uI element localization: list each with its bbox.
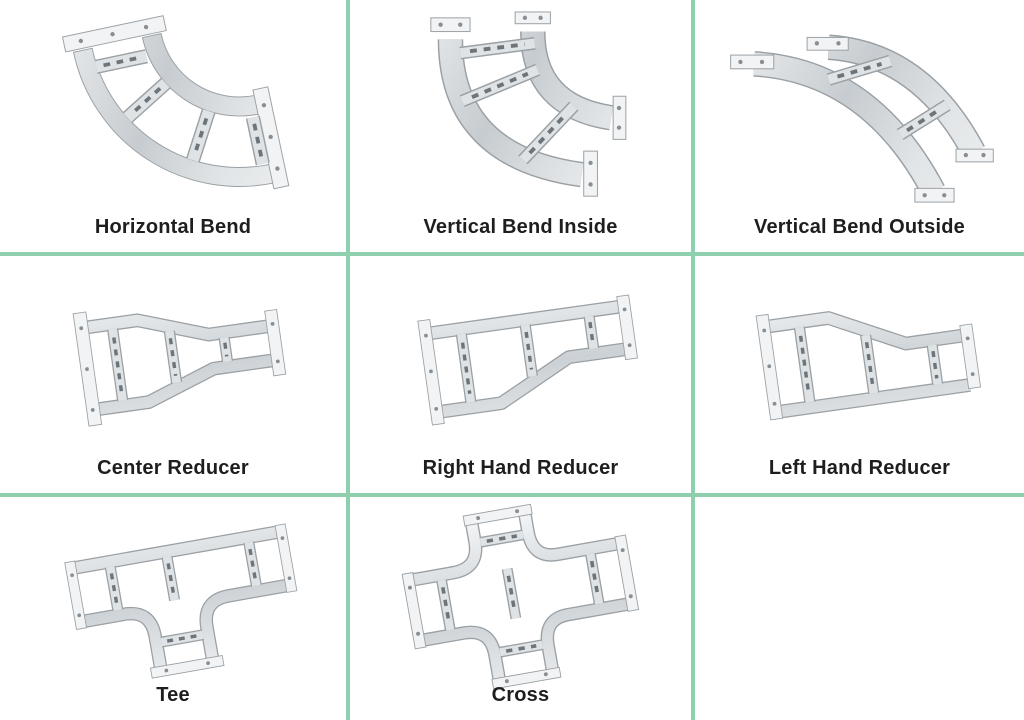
left-hand-reducer-image [755, 310, 981, 420]
cell-vertical-bend-inside: Vertical Bend Inside [350, 0, 691, 252]
vertical-bend-inside-label: Vertical Bend Inside [423, 216, 618, 238]
tee-label: Tee [156, 684, 190, 706]
center-reducer-image [72, 308, 287, 427]
cell-right-hand-reducer: Right Hand Reducer [350, 256, 691, 493]
cross-image [401, 503, 639, 689]
right-hand-reducer-image [416, 293, 638, 426]
vertical-bend-inside-image [429, 11, 626, 197]
cell-cross: Cross [350, 497, 691, 720]
tee-image [64, 522, 298, 679]
left-hand-reducer-label: Left Hand Reducer [768, 457, 951, 479]
right-hand-reducer-label: Right Hand Reducer [422, 457, 619, 479]
cell-empty [695, 497, 1024, 720]
cross-label: Cross [491, 684, 550, 706]
cell-left-hand-reducer: Left Hand Reducer [695, 256, 1024, 493]
cell-center-reducer: Center Reducer [0, 256, 346, 493]
cell-tee: Tee [0, 497, 346, 720]
vertical-bend-outside-image [729, 34, 994, 203]
horizontal-bend-image [61, 15, 290, 190]
horizontal-bend-label: Horizontal Bend [94, 216, 252, 238]
center-reducer-label: Center Reducer [97, 457, 249, 479]
cell-horizontal-bend: Horizontal Bend [0, 0, 346, 252]
cell-vertical-bend-outside: Vertical Bend Outside [695, 0, 1024, 252]
vertical-bend-outside-label: Vertical Bend Outside [754, 216, 965, 238]
